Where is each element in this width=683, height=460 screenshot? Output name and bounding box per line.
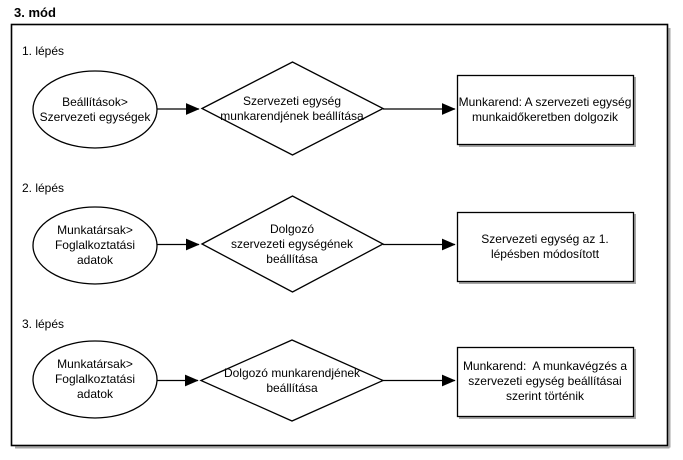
source-label-2: Munkatársak> Foglalkoztatási adatok xyxy=(54,223,136,267)
result-label-2: Szervezeti egység az 1. lépésben módosít… xyxy=(481,231,609,261)
step-label-1: 1. lépés xyxy=(22,44,65,58)
outer-border xyxy=(10,23,669,447)
source-ellipse-3 xyxy=(32,340,158,419)
result-label-1: Munkarend: A szervezeti egység munkaidők… xyxy=(458,94,632,124)
decision-label-2: Dolgozó szervezeti egységének beállítása xyxy=(230,221,354,266)
source-label-3: Munkatársak> Foglalkoztatási adatok xyxy=(54,357,136,401)
source-ellipse-2 xyxy=(32,206,158,285)
diagram-title: 3. mód xyxy=(14,5,56,20)
result-box-2 xyxy=(456,211,635,283)
decision-label-1: Szervezeti egység munkarendjének beállít… xyxy=(220,93,364,123)
result-box-3 xyxy=(456,346,635,418)
result-box-1 xyxy=(456,74,635,146)
result-label-3: Munkarend: A munkavégzés a szervezeti eg… xyxy=(462,359,628,403)
step-label-3: 3. lépés xyxy=(22,317,65,331)
step-label-2: 2. lépés xyxy=(22,181,65,195)
decision-label-3: Dolgozó munkarendjének beállítása xyxy=(223,365,361,395)
source-label-1: Beállítások> Szervezeti egységek xyxy=(39,94,151,124)
